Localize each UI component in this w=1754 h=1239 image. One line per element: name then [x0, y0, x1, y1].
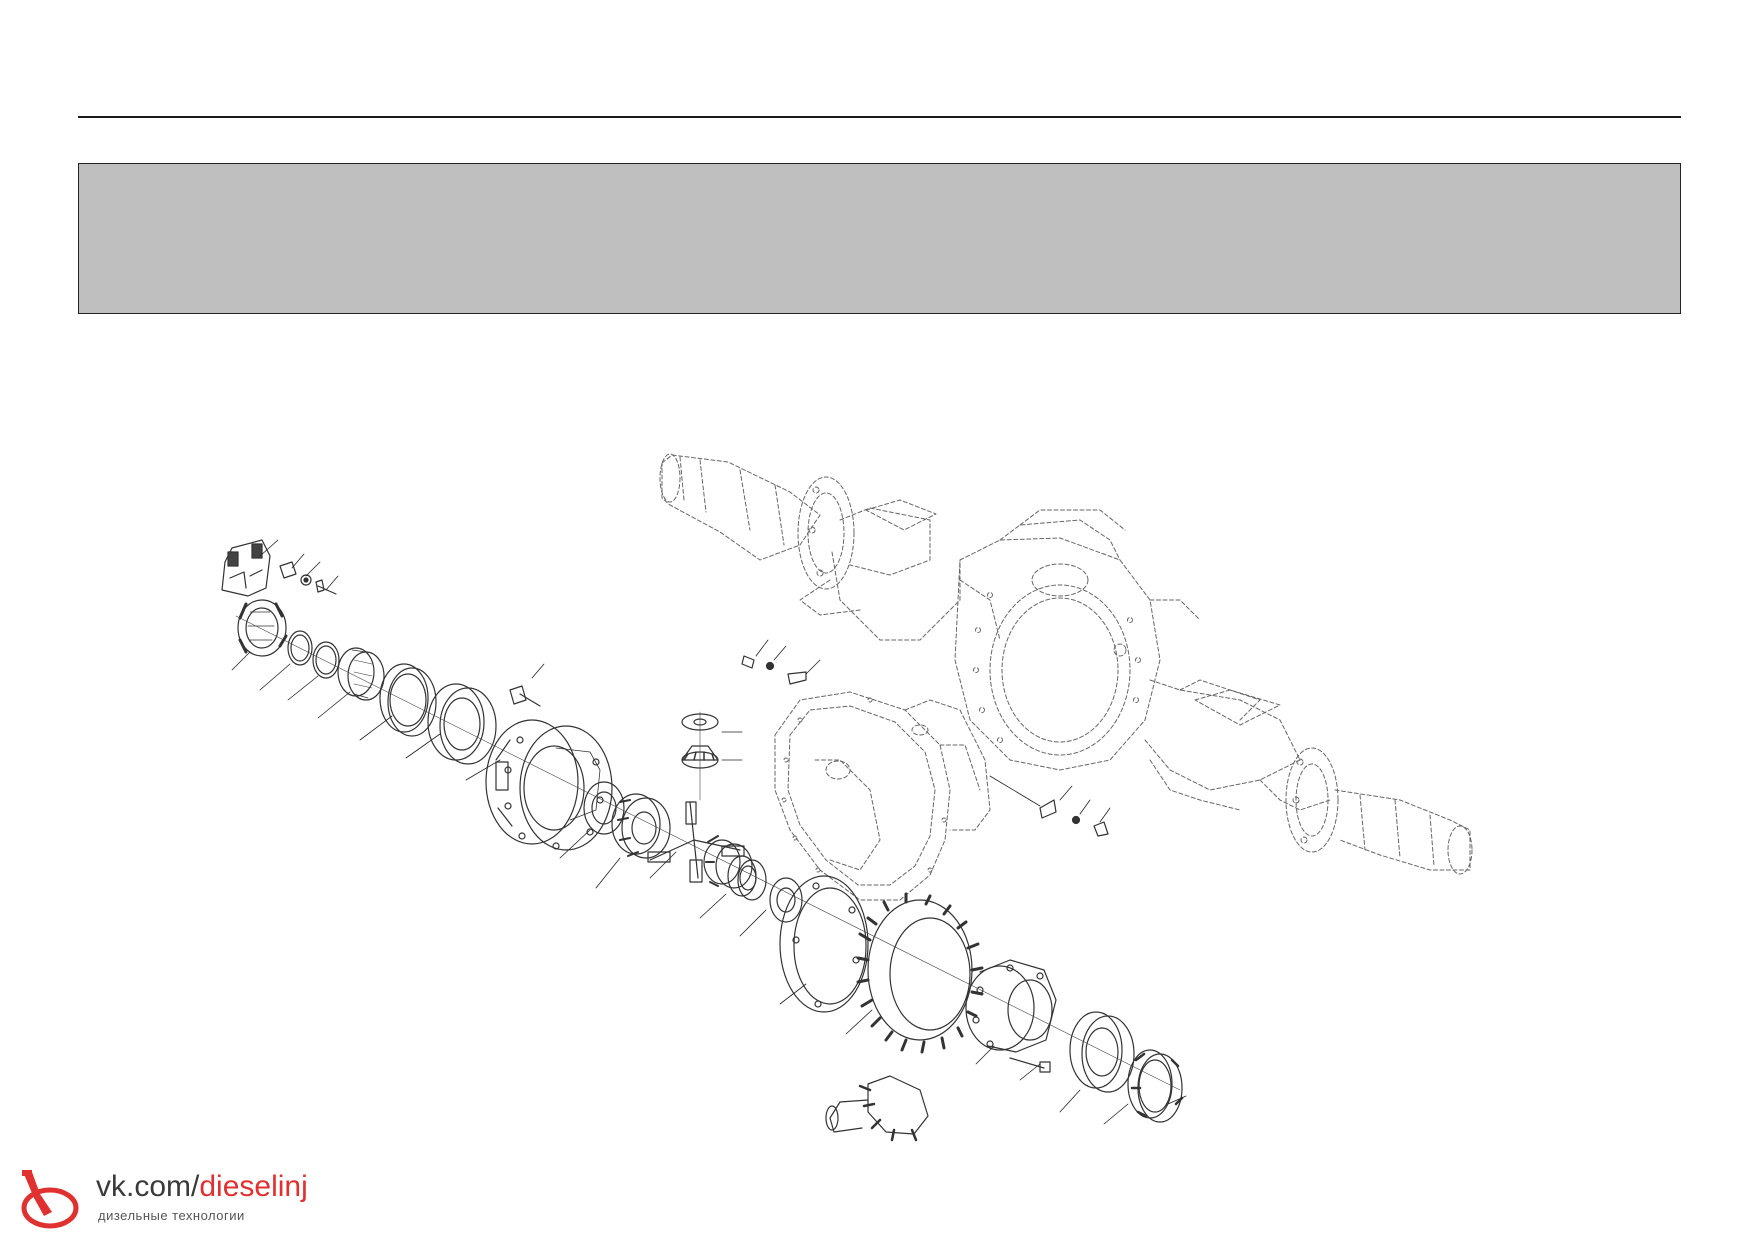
diff-case-half-icon	[485, 719, 613, 851]
pinion-gear-2-icon	[703, 835, 753, 889]
snap-ring-icon	[312, 641, 340, 679]
stud-icon	[509, 685, 541, 707]
side-gear-icon	[611, 793, 671, 859]
brand-url[interactable]: vk.com/dieselinj	[96, 1170, 308, 1204]
axis-lines	[235, 615, 1181, 1091]
diff-case-flange-icon	[965, 959, 1057, 1053]
bolt-icon	[315, 579, 337, 595]
lock-tab-icon	[787, 671, 807, 685]
lock-plate-icon	[279, 561, 297, 579]
adjusting-ring-2-icon	[1127, 1049, 1184, 1123]
bearing-cup-icon	[379, 663, 437, 737]
spider-icon	[647, 801, 745, 883]
thrust-washer-2-icon	[769, 877, 803, 923]
side-gear-2-icon	[727, 855, 767, 901]
top-rule	[78, 116, 1681, 118]
injector-logo-icon	[21, 1170, 79, 1229]
bearing-cone-2-icon	[1069, 1011, 1135, 1093]
axle-housing-icon	[659, 453, 1473, 875]
brand-watermark: vk.com/dieselinj дизельные технологии	[14, 1168, 314, 1230]
bearing-cone-icon	[427, 683, 497, 765]
o-ring-icon	[287, 630, 313, 666]
case-bolt-icon	[1009, 1057, 1051, 1073]
gasket-icon	[779, 875, 869, 1013]
header-band	[78, 163, 1681, 314]
washer-2-icon	[765, 661, 775, 671]
lock-tab-2-icon	[1039, 799, 1109, 837]
washer-icon	[300, 574, 312, 586]
bolt-2-icon	[741, 655, 755, 669]
drive-pinion-icon	[825, 1075, 929, 1142]
ring-gear-icon	[856, 892, 984, 1054]
brand-subtitle: дизельные технологии	[98, 1208, 245, 1223]
brand-url-prefix: vk.com/	[96, 1170, 200, 1203]
adjusting-ring-icon	[237, 599, 288, 657]
carrier-housing-icon	[774, 691, 991, 901]
lock-bracket-icon	[221, 539, 271, 597]
brand-url-accent: dieselinj	[199, 1170, 308, 1203]
sleeve-icon	[337, 647, 385, 701]
